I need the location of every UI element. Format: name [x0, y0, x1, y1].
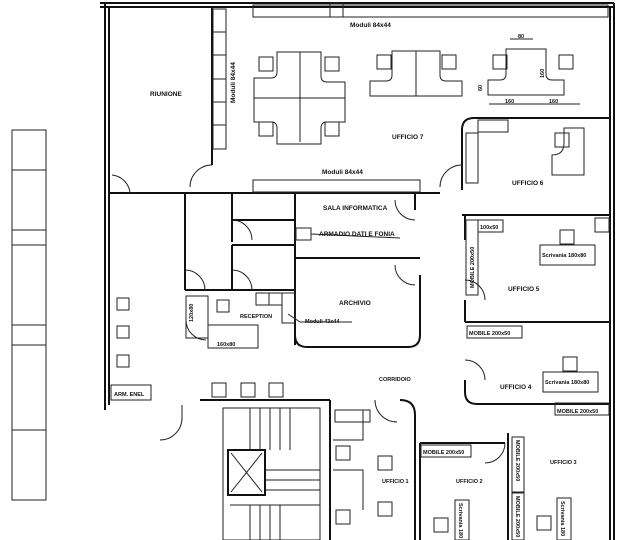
label-moduli-reception: Moduli 43x44	[305, 319, 340, 325]
label-mobile-100x50: 100x50	[480, 225, 498, 231]
label-desk-160x80: 160x80	[217, 342, 235, 348]
label-arm-enel: ARM. ENEL	[114, 392, 145, 398]
label-mobile-u3-v2: MOBILE 200x50	[514, 496, 520, 537]
label-mobile-u3-top: MOBILE 200x50	[557, 409, 598, 415]
label-scrivania-u3: Scrivania 180	[559, 501, 565, 536]
room-ufficio-3: UFFICIO 3	[550, 460, 577, 466]
room-ufficio-5: UFFICIO 5	[508, 286, 540, 293]
label-desk-120x80: 120x80	[189, 304, 195, 322]
label-mobile-u3-v1: MOBILE 200x50	[514, 440, 520, 481]
room-archivio: ARCHIVIO	[339, 300, 371, 307]
dim-160-a: 160	[505, 99, 514, 105]
label-mobile-u2: MOBILE 200x50	[423, 450, 464, 456]
label-mobile-u5: MOBILE 200x50	[470, 247, 476, 288]
room-ufficio-1: UFFICIO 1	[382, 479, 409, 485]
room-riunione: RIUNIONE	[150, 91, 182, 98]
dim-160-vertical: 160	[540, 69, 546, 78]
dim-160-b: 160	[549, 99, 558, 105]
label-scrivania-u5: Scrivania 180x80	[542, 253, 586, 259]
room-sala-informatica: SALA INFORMATICA	[323, 205, 388, 212]
label-moduli-vertical: Moduli 84x44	[230, 62, 237, 103]
room-corridoio: CORRIDOIO	[379, 377, 412, 383]
room-reception: RECEPTION	[240, 314, 272, 320]
room-ufficio-4: UFFICIO 4	[500, 384, 532, 391]
walls	[11, 2, 615, 540]
room-ufficio-2: UFFICIO 2	[456, 479, 483, 485]
label-scrivania-u2: Scrivania 180	[457, 503, 463, 538]
label-moduli-mid: Moduli 84x44	[322, 169, 363, 176]
dim-80: 80	[518, 34, 524, 40]
label-moduli-top: Moduli 84x44	[350, 22, 391, 29]
dim-60: 60	[478, 85, 484, 91]
label-scrivania-u4: Scrivania 180x80	[545, 380, 589, 386]
room-ufficio-6: UFFICIO 6	[512, 180, 544, 187]
room-ufficio-7: UFFICIO 7	[392, 134, 424, 141]
label-armadio: ARMADIO DATI E FONIA	[319, 231, 395, 238]
label-mobile-u4: MOBILE 200x50	[469, 331, 510, 337]
